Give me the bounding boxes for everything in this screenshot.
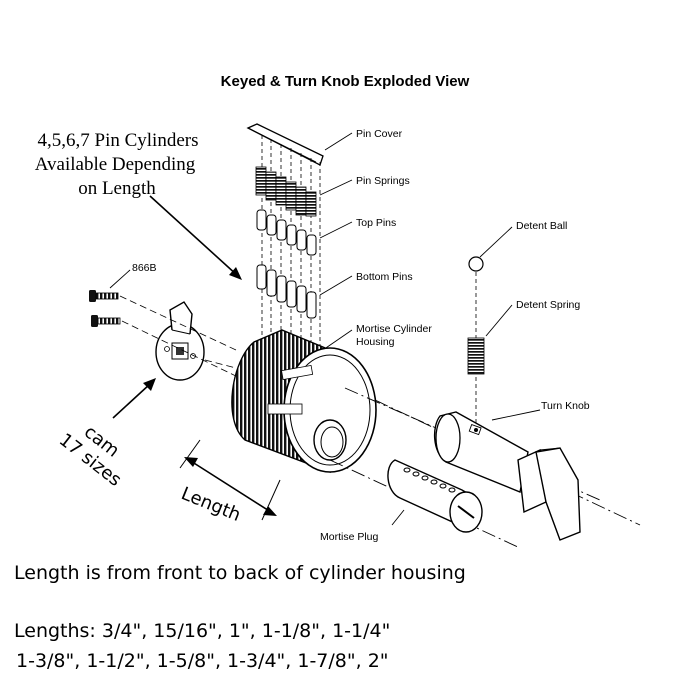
cam-arrow — [112, 378, 156, 419]
lengths-line-1: Lengths: 3/4", 15/16", 1", 1-1/8", 1-1/4… — [14, 620, 391, 642]
pin-callout-line1: 4,5,6,7 Pin Cylinders — [38, 130, 199, 151]
pin-callout-line3: on Length — [78, 178, 156, 199]
pin-springs — [255, 166, 317, 217]
pin-callout-arrow — [149, 195, 242, 280]
label-detent-spring: Detent Spring — [516, 299, 580, 311]
length-note: Length is from front to back of cylinder… — [14, 562, 466, 584]
label-turn-knob: Turn Knob — [541, 400, 590, 412]
label-pin-springs: Pin Springs — [356, 175, 410, 187]
screws — [89, 269, 131, 327]
cam — [155, 301, 205, 381]
length-word: Length — [178, 483, 243, 526]
label-detent-ball: Detent Ball — [516, 220, 567, 232]
label-housing-line1: Mortise Cylinder — [356, 323, 432, 335]
label-top-pins: Top Pins — [356, 217, 396, 229]
label-mortise-plug: Mortise Plug — [320, 531, 379, 543]
label-housing-line2: Housing — [356, 336, 395, 348]
label-screw-part: 866B — [132, 262, 157, 274]
detent-ball — [468, 226, 513, 272]
lengths-line-2: 1-3/8", 1-1/2", 1-5/8", 1-3/4", 1-7/8", … — [16, 650, 389, 672]
pin-callout-line2: Available Depending — [35, 154, 196, 175]
label-pin-cover: Pin Cover — [356, 128, 403, 140]
length-dimension — [179, 439, 281, 521]
turn-knob — [433, 409, 581, 541]
detent-spring — [467, 304, 513, 375]
pin-leader-lines — [319, 132, 353, 353]
mortise-plug — [387, 459, 483, 533]
top-pins — [256, 209, 317, 256]
bottom-pins — [256, 264, 317, 319]
diagram-title: Keyed & Turn Knob Exploded View — [221, 73, 470, 90]
pin-cover — [246, 123, 324, 166]
screw-guide-lines — [119, 295, 241, 379]
label-bottom-pins: Bottom Pins — [356, 271, 413, 283]
mortise-cylinder-housing — [231, 329, 377, 474]
